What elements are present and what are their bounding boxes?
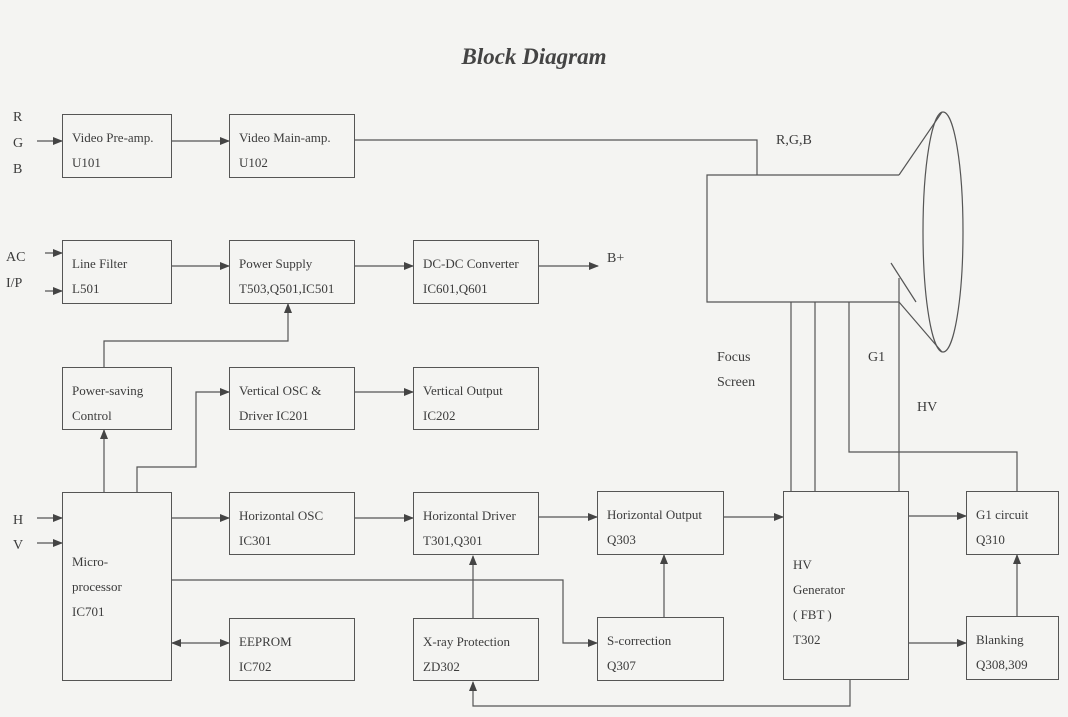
block-eeprom: EEPROM IC702	[229, 618, 355, 681]
block-video-preamp: Video Pre-amp. U101	[62, 114, 172, 178]
crt-funnel-bottom	[898, 301, 943, 353]
crt-tube	[706, 111, 964, 353]
block-microprocessor: Micro- processor IC701	[62, 492, 172, 681]
block-part: U101	[72, 155, 101, 170]
block-line: Micro-	[72, 554, 109, 569]
block-vertical-output: Vertical Output IC202	[413, 367, 539, 430]
block-name: Power-saving	[72, 383, 144, 398]
crt-neck	[706, 174, 899, 303]
block-name: EEPROM	[239, 634, 292, 649]
block-name: G1 circuit	[976, 507, 1029, 522]
block-line: T302	[793, 632, 821, 647]
micro-to-scorrection	[171, 579, 598, 647]
crt-screen	[922, 111, 964, 353]
block-part: ZD302	[423, 659, 460, 674]
block-part: Q307	[607, 658, 636, 673]
block-part: Q303	[607, 532, 636, 547]
block-part: Q308,309	[976, 657, 1028, 672]
block-line: Generator	[793, 582, 845, 597]
label-g1: G1	[868, 350, 886, 365]
micro-to-vertical-osc	[136, 388, 230, 492]
block-line-filter: Line Filter L501	[62, 240, 172, 304]
block-name: Horizontal Driver	[423, 508, 516, 523]
label-b: B	[13, 162, 23, 177]
block-name: DC-DC Converter	[423, 256, 519, 271]
powersaving-to-powersupply	[103, 303, 292, 367]
label-v: V	[13, 538, 24, 553]
block-horizontal-driver: Horizontal Driver T301,Q301	[413, 492, 539, 555]
label-h: H	[13, 513, 24, 528]
label-screen: Screen	[717, 375, 756, 390]
block-name: Horizontal OSC	[239, 508, 324, 523]
block-name: Vertical OSC &	[239, 383, 322, 398]
block-name: Video Main-amp.	[239, 130, 331, 145]
block-power-supply: Power Supply T503,Q501,IC501	[229, 240, 355, 304]
block-part: T301,Q301	[423, 533, 483, 548]
block-horizontal-osc: Horizontal OSC IC301	[229, 492, 355, 555]
block-name: Vertical Output	[423, 383, 503, 398]
block-name: Video Pre-amp.	[72, 130, 154, 145]
label-bplus: B+	[607, 251, 625, 266]
label-hv: HV	[917, 400, 938, 415]
block-vertical-osc: Vertical OSC & Driver IC201	[229, 367, 355, 430]
block-name: Power Supply	[239, 256, 313, 271]
block-power-saving: Power-saving Control	[62, 367, 172, 430]
block-part: IC601,Q601	[423, 281, 488, 296]
block-g1-circuit: G1 circuit Q310	[966, 491, 1059, 555]
block-horizontal-output: Horizontal Output Q303	[597, 491, 724, 555]
block-video-mainamp: Video Main-amp. U102	[229, 114, 355, 178]
block-part: Control	[72, 408, 112, 423]
block-xray-protection: X-ray Protection ZD302	[413, 618, 539, 681]
block-blanking: Blanking Q308,309	[966, 616, 1059, 680]
label-focus: Focus	[717, 350, 751, 365]
hvgen-to-xray	[469, 680, 851, 707]
label-ip: I/P	[6, 276, 23, 291]
block-name: Blanking	[976, 632, 1024, 647]
block-line: ( FBT )	[793, 607, 832, 622]
block-dcdc-converter: DC-DC Converter IC601,Q601	[413, 240, 539, 304]
label-rgb: R,G,B	[776, 133, 812, 148]
block-part: Q310	[976, 532, 1005, 547]
label-g: G	[13, 136, 24, 151]
diagram-title: Block Diagram	[461, 44, 607, 69]
block-name: X-ray Protection	[423, 634, 511, 649]
block-part: L501	[72, 281, 100, 296]
block-part: IC702	[239, 659, 272, 674]
label-r: R	[13, 110, 23, 125]
label-ac: AC	[6, 250, 26, 265]
block-line: IC701	[72, 604, 105, 619]
mainamp-to-crt	[355, 139, 758, 175]
crt-anode-cap	[890, 262, 917, 303]
block-part: IC202	[423, 408, 456, 423]
block-line: processor	[72, 579, 122, 594]
block-name: S-correction	[607, 633, 672, 648]
block-line: HV	[793, 557, 812, 572]
g1-wire	[848, 302, 1018, 491]
block-part: T503,Q501,IC501	[239, 281, 335, 296]
block-name: Line Filter	[72, 256, 128, 271]
block-hv-generator: HV Generator ( FBT ) T302	[783, 491, 909, 680]
block-name: Horizontal Output	[607, 507, 702, 522]
block-part: U102	[239, 155, 268, 170]
block-part: IC301	[239, 533, 272, 548]
block-part: Driver IC201	[239, 408, 309, 423]
block-s-correction: S-correction Q307	[597, 617, 724, 681]
